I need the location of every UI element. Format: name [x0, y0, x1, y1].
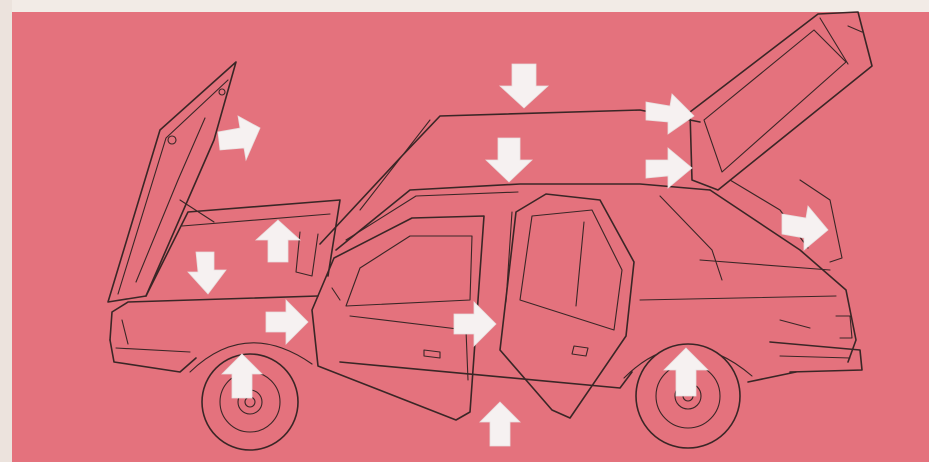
white-arrow-icon [256, 220, 300, 262]
open-bonnet [108, 62, 236, 302]
open-tailgate [690, 12, 872, 262]
white-arrow-icon [266, 300, 308, 344]
white-arrow-icon [188, 252, 226, 294]
engine-bay [110, 200, 340, 372]
white-arrow-icon [500, 64, 548, 108]
open-rear-door [500, 194, 634, 418]
white-arrow-icon [480, 402, 520, 446]
white-arrow-icon [454, 302, 496, 346]
white-arrow-icon [218, 116, 260, 160]
white-arrow-icon [486, 138, 532, 182]
white-arrow-icon [646, 148, 692, 188]
white-arrow-icon [646, 94, 694, 134]
car-body [320, 110, 862, 388]
